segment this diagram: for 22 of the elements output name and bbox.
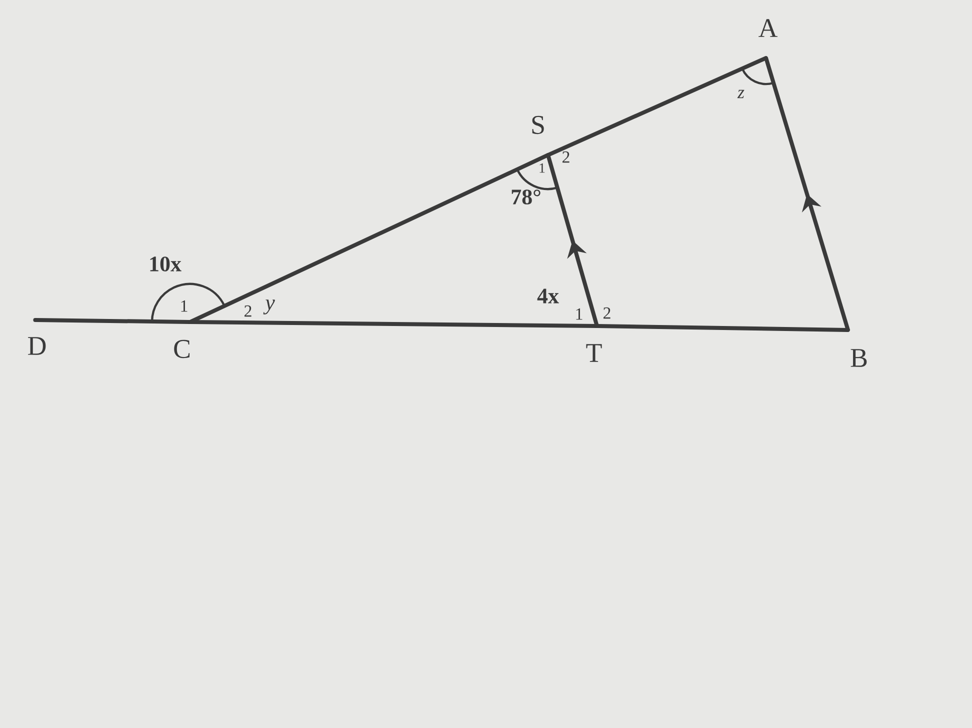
line-segment (188, 320, 599, 328)
vertex-label: A (758, 19, 778, 37)
vertex-label: C (174, 340, 190, 358)
vertex-label: B (850, 349, 867, 367)
angle-label: 1 (576, 308, 582, 320)
angle-label: 78° (512, 190, 540, 204)
angle-label: 4x (537, 288, 559, 304)
angle-label: 2 (244, 305, 252, 317)
angle-label: 2 (562, 151, 570, 163)
angle-label: 2 (604, 307, 610, 319)
angle-label: 1 (540, 163, 545, 173)
line-segment (595, 324, 850, 332)
angle-label: 10x (150, 256, 182, 272)
vertex-label: D (28, 337, 46, 355)
vertex-label: S (532, 116, 544, 134)
line-segment (33, 318, 192, 324)
angle-label: 1 (181, 300, 188, 312)
line-segment (764, 56, 850, 332)
vertex-label: T (586, 344, 602, 362)
angle-label: z (737, 90, 744, 98)
angle-label: y (263, 300, 275, 314)
line-segment (546, 56, 768, 157)
